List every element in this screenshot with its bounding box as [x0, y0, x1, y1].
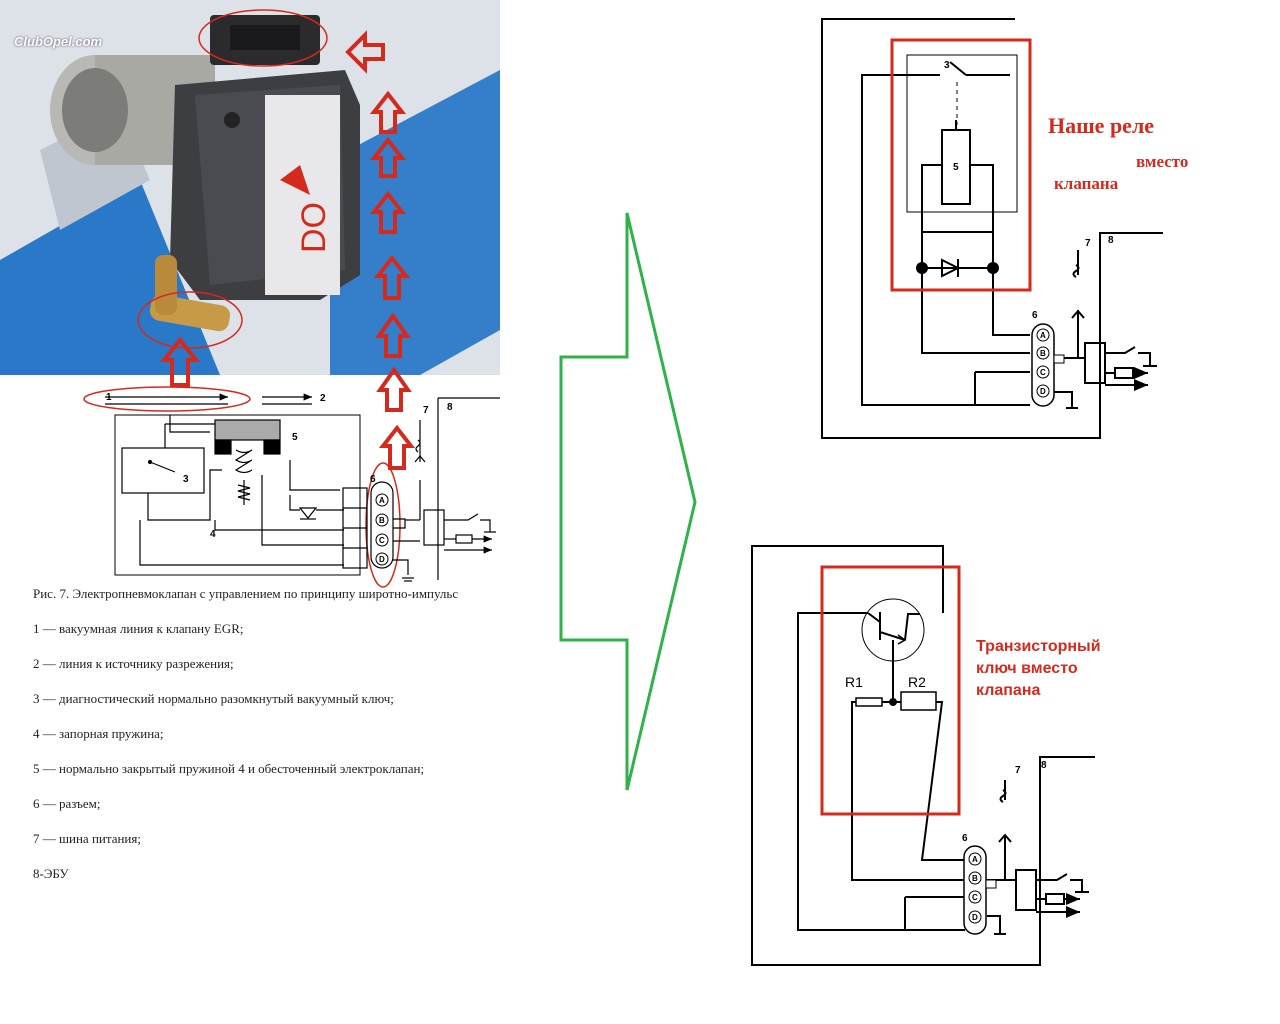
- line1-highlight: [83, 386, 251, 412]
- transistor-pin-d-label: D: [972, 913, 978, 922]
- transistor-pin-b-label: B: [972, 874, 978, 883]
- label-7: 7: [423, 405, 429, 416]
- transistor-connector: A B C D: [963, 845, 997, 935]
- relay-label-6: 6: [1032, 310, 1038, 321]
- relay-schematic: [821, 18, 1163, 439]
- caption-item: 4 — запорная пружина;: [33, 726, 164, 741]
- valve-sticker-text: DO: [295, 202, 333, 253]
- relay-label-8: 8: [1108, 235, 1114, 246]
- transistor-schematic: [751, 545, 1095, 966]
- label-4: 4: [210, 529, 216, 540]
- relay-pin-d-label: D: [1040, 387, 1046, 396]
- label-6: 6: [370, 474, 376, 485]
- pin-d: [375, 552, 389, 566]
- caption-item: 5 — нормально закрытый пружиной 4 и обес…: [33, 761, 425, 776]
- pin-b: [375, 513, 389, 527]
- red-arrows: [159, 30, 416, 470]
- pins-highlight: [365, 462, 401, 588]
- arrow-up-red: [159, 336, 201, 387]
- transistor-label-7: 7: [1015, 765, 1021, 776]
- pin-b-label: B: [379, 516, 385, 525]
- transistor-highlight-box: [820, 565, 961, 816]
- arrow-up-red: [378, 424, 416, 470]
- transistor-label-line1: Транзисторный: [976, 638, 1101, 655]
- watermark: ClubOpel.com: [14, 34, 103, 49]
- relay-connector: A B C D: [1031, 323, 1065, 407]
- caption-item: 1 — вакуумная линия к клапану EGR;: [33, 621, 244, 636]
- transistor-pin-c: [968, 890, 982, 904]
- original-schematic: [105, 393, 500, 582]
- relay-label-7: 7: [1085, 238, 1091, 249]
- label-1: 1: [106, 392, 112, 403]
- relay-pin-a: [1036, 328, 1050, 342]
- transistor-pin-b: [968, 871, 982, 885]
- relay-label-line3: клапана: [1054, 174, 1119, 193]
- caption-item: 3 — диагностический нормально разомкнуты…: [33, 691, 394, 706]
- label-5: 5: [292, 432, 298, 443]
- r1-label: R1: [845, 674, 863, 690]
- transistor-labels: R1 R2 6 7 8: [845, 674, 1047, 844]
- green-arrow: [559, 212, 697, 791]
- label-8: 8: [447, 402, 453, 413]
- relay-pin-c: [1036, 365, 1050, 379]
- pin-a: [375, 493, 389, 507]
- arrow-left-red: [345, 30, 385, 74]
- pin-c-label: C: [379, 536, 385, 545]
- relay-node-right: [987, 262, 999, 274]
- original-pins: A B C D: [375, 493, 389, 566]
- transistor-label-line3: клапана: [976, 682, 1041, 699]
- transistor-label-6: 6: [962, 833, 968, 844]
- arrow-up-red: [375, 312, 411, 358]
- relay-pin-b: [1036, 346, 1050, 360]
- nozzle-highlight: [137, 291, 243, 349]
- label-2: 2: [320, 393, 326, 404]
- relay-label-5: 5: [953, 162, 959, 173]
- relay-pin-c-label: C: [1040, 368, 1046, 377]
- valve-photo: DO ClubOpel.com: [0, 0, 500, 375]
- figure-caption: Рис. 7. Электропневмоклапан с управление…: [33, 586, 563, 901]
- relay-pin-b-label: B: [1040, 349, 1046, 358]
- arrow-up-red: [369, 136, 407, 178]
- relay-label-line2: вместо: [1136, 152, 1189, 171]
- caption-title: Рис. 7. Электропневмоклапан с управление…: [33, 586, 459, 601]
- transistor-label-8: 8: [1041, 760, 1047, 771]
- transistor-pin-c-label: C: [972, 893, 978, 902]
- relay-node-left: [916, 262, 928, 274]
- arrow-up-red: [376, 366, 412, 412]
- caption-item: 6 — разъем;: [33, 796, 101, 811]
- caption-item: 2 — линия к источнику разрежения;: [33, 656, 234, 671]
- transistor-pin-a: [968, 852, 982, 866]
- original-schematic-labels: 1 2 3 4 5 6 7 8: [106, 392, 453, 540]
- relay-pin-a-label: A: [1040, 331, 1046, 340]
- r2-label: R2: [908, 674, 926, 690]
- valve-photo-art: DO: [0, 0, 500, 375]
- label-3: 3: [183, 474, 189, 485]
- transistor-label-line2: ключ вместо: [976, 660, 1078, 677]
- arrow-up-red: [369, 90, 407, 134]
- transistor-pin-a-label: A: [972, 855, 978, 864]
- pin-c: [375, 533, 389, 547]
- relay-highlight-box: [890, 38, 1032, 292]
- arrow-up-red: [369, 190, 407, 234]
- pin-a-label: A: [379, 496, 385, 505]
- relay-pin-d: [1036, 384, 1050, 398]
- transistor-pin-d: [968, 910, 982, 924]
- caption-item: 8-ЭБУ: [33, 866, 69, 881]
- caption-item: 7 — шина питания;: [33, 831, 141, 846]
- relay-title-label: Наше реле: [1048, 113, 1155, 138]
- pin-d-label: D: [379, 555, 385, 564]
- relay-labels: 3 5 6 7 8: [944, 60, 1114, 321]
- arrow-up-red: [373, 254, 411, 300]
- relay-label-3: 3: [944, 60, 950, 71]
- connector-highlight: [198, 9, 328, 67]
